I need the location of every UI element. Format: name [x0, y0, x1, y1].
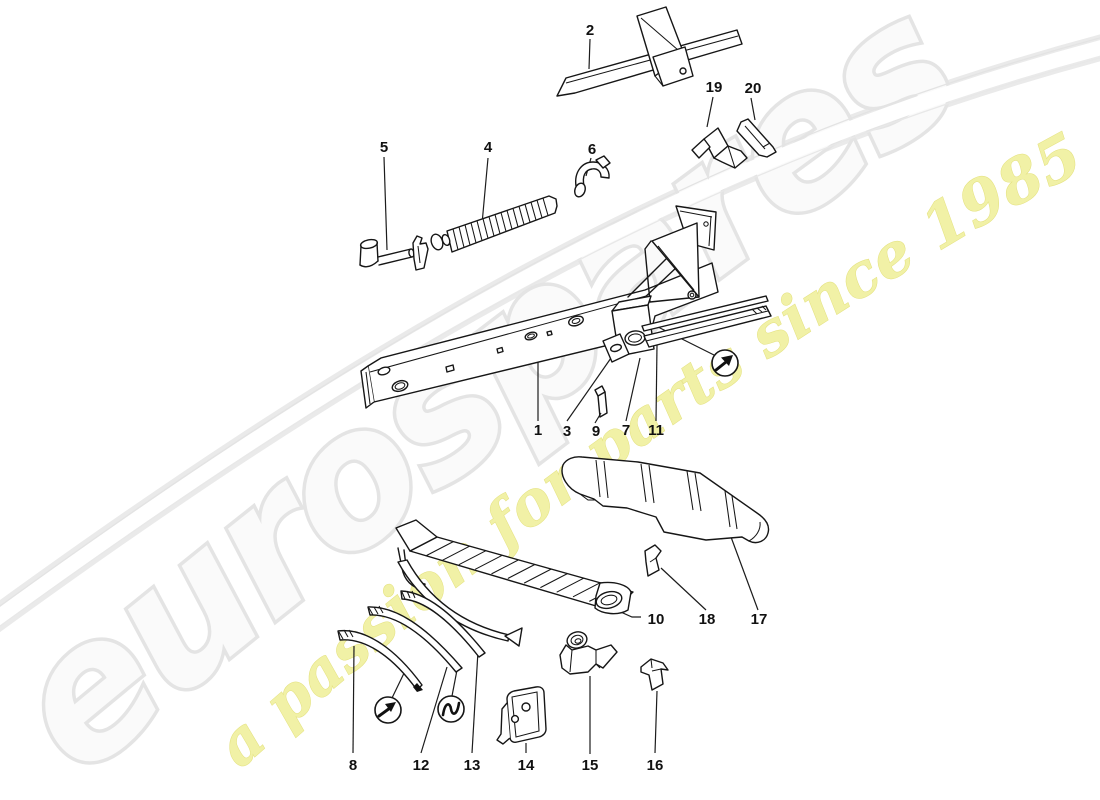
part-callout-2: 2	[586, 22, 594, 39]
part-callout-15: 15	[582, 757, 599, 774]
part-4-drawing	[430, 195, 558, 253]
part-1-drawing	[360, 262, 719, 409]
leader-line-12	[420, 666, 448, 754]
part-callout-16: 16	[647, 757, 664, 774]
part-9-drawing	[594, 385, 608, 418]
part-13-drawing	[400, 590, 486, 658]
part-callout-19: 19	[706, 79, 723, 96]
watermark-swoosh-over	[0, 37, 1100, 627]
leader-line-20	[750, 97, 756, 121]
part-callout-8: 8	[349, 757, 357, 774]
part-callout-17: 17	[751, 611, 768, 628]
leader-line-18	[660, 567, 707, 611]
part-callout-3: 3	[563, 423, 571, 440]
part-15-drawing	[559, 631, 618, 675]
part-callout-20: 20	[745, 80, 762, 97]
part-callout-12: 12	[413, 757, 430, 774]
part-callout-11: 11	[648, 422, 664, 439]
part-17-drawing	[561, 456, 770, 544]
leader-line-19	[706, 96, 714, 128]
part-16-drawing	[640, 658, 669, 691]
part-14-drawing	[496, 686, 547, 745]
leader-line-2	[588, 38, 591, 70]
leader-line-17	[730, 536, 759, 611]
part-3-drawing	[602, 333, 630, 363]
part-callout-13: 13	[464, 757, 481, 774]
part-callout-18: 18	[699, 611, 716, 628]
part-6-drawing	[574, 155, 611, 198]
part-18-drawing	[644, 544, 662, 577]
part-callout-4: 4	[484, 139, 493, 156]
callout-labels: 2 19 20 5 4 6 1 3 9 7 11 10 18 17 8 12 1…	[349, 22, 768, 774]
part-11-drawing	[641, 295, 772, 348]
watermark-brand-text: eurospares	[0, 0, 1001, 800]
part-callout-1: 1	[534, 422, 542, 439]
part-20-drawing	[736, 118, 777, 158]
leader-line-8	[352, 645, 355, 754]
frame-bracket-drawing	[627, 205, 717, 303]
sealant-wave-icon	[437, 695, 465, 723]
part-5-drawing	[359, 235, 429, 271]
leader-line-16	[654, 690, 658, 754]
part-8-drawing	[337, 629, 423, 692]
part-callout-9: 9	[592, 423, 600, 440]
rivet-direction-icon	[711, 349, 739, 377]
part-callout-7: 7	[622, 422, 630, 439]
part-19-drawing	[691, 127, 748, 169]
leader-line-11	[655, 344, 658, 422]
leader-line-13	[471, 650, 479, 754]
leader-line-5	[383, 156, 388, 251]
install-direction-arrow-icon	[374, 696, 402, 724]
part-12-drawing	[367, 605, 463, 673]
part-callout-5: 5	[380, 139, 388, 156]
part-callout-6: 6	[588, 141, 596, 158]
part-callout-14: 14	[518, 757, 535, 774]
leader-line-icon-wave	[451, 669, 458, 697]
part-callout-10: 10	[648, 611, 665, 628]
part-2-drawing	[556, 6, 743, 97]
leader-line-3	[566, 357, 612, 422]
leader-line-7	[625, 357, 641, 422]
part-10-drawing	[395, 519, 634, 647]
